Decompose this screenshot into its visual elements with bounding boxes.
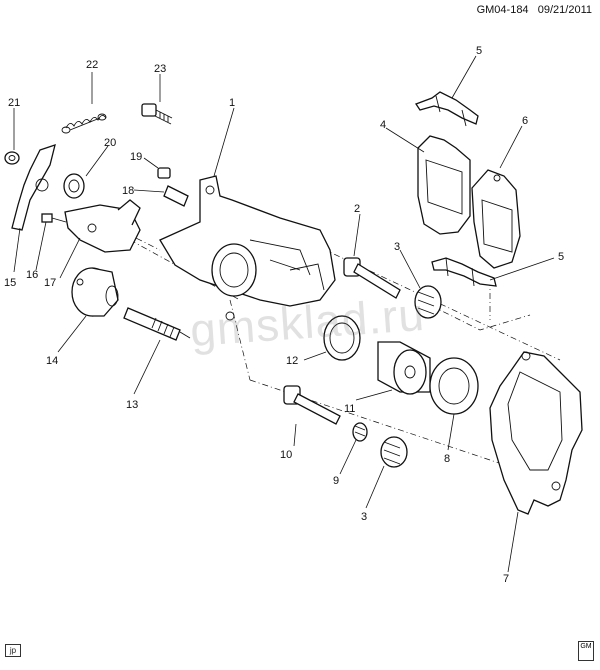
callout-6: 6	[522, 115, 528, 127]
pad-clip-upper-part	[415, 91, 479, 127]
callout-23: 23	[154, 63, 166, 75]
callout-12: 12	[286, 355, 298, 367]
callout-22: 22	[86, 59, 98, 71]
callout-3-lower: 3	[361, 511, 367, 523]
footer-tag: jp	[5, 644, 21, 657]
sleeve-part	[352, 422, 368, 442]
brake-pad-inner-part	[417, 135, 471, 235]
callout-14: 14	[46, 355, 58, 367]
callout-15: 15	[4, 277, 16, 289]
callout-11: 11	[344, 403, 355, 415]
diagram-code: GM04-184	[476, 4, 529, 16]
callout-7: 7	[503, 573, 509, 585]
guide-boot-lower-part	[380, 436, 408, 468]
piston-part	[377, 341, 431, 395]
callout-16: 16	[26, 269, 38, 281]
callout-17: 17	[44, 277, 56, 289]
diagram-header: GM04-184 09/21/2011	[477, 4, 592, 16]
actuator-motor-part	[71, 267, 119, 317]
callout-4: 4	[380, 119, 386, 131]
pad-clip-lower-part	[431, 257, 497, 287]
callout-8: 8	[444, 453, 450, 465]
guide-pin-lower-part	[283, 385, 341, 425]
piston-seal-part	[323, 315, 361, 361]
small-bolt-part	[41, 213, 67, 223]
piston-dust-boot-part	[429, 357, 479, 415]
bleeder-cap-part	[157, 167, 171, 179]
leader-lines	[13, 55, 555, 573]
bracket-part	[64, 199, 141, 253]
spindle-part	[123, 307, 191, 341]
caliper-bracket-part	[489, 351, 583, 515]
nut-part	[4, 151, 20, 165]
callout-18: 18	[122, 185, 134, 197]
lever-part	[11, 144, 85, 231]
brake-pad-outer-part	[471, 169, 521, 269]
bolt-part	[141, 103, 173, 125]
callout-10: 10	[280, 449, 292, 461]
caliper-housing-part	[159, 175, 336, 321]
gm-logo-icon: GM	[578, 641, 594, 661]
bleeder-screw-part	[163, 185, 189, 207]
callout-19: 19	[130, 151, 142, 163]
guide-boot-upper-part	[414, 285, 442, 319]
diagram-date: 09/21/2011	[537, 4, 592, 16]
callout-5-upper: 5	[476, 45, 482, 57]
spring-part	[61, 113, 107, 134]
callout-13: 13	[126, 399, 138, 411]
callout-3-upper: 3	[394, 241, 400, 253]
callout-labels: 1 2 3 3 4 5 5 6 7 8 9 10 11 12 13 14 15 …	[4, 45, 564, 585]
callout-5-lower: 5	[558, 251, 564, 263]
guide-pin-upper-part	[343, 257, 401, 299]
callout-9: 9	[333, 475, 339, 487]
callout-21: 21	[8, 97, 20, 109]
callout-2: 2	[354, 203, 360, 215]
callout-20: 20	[104, 137, 116, 149]
callout-1: 1	[229, 97, 235, 109]
